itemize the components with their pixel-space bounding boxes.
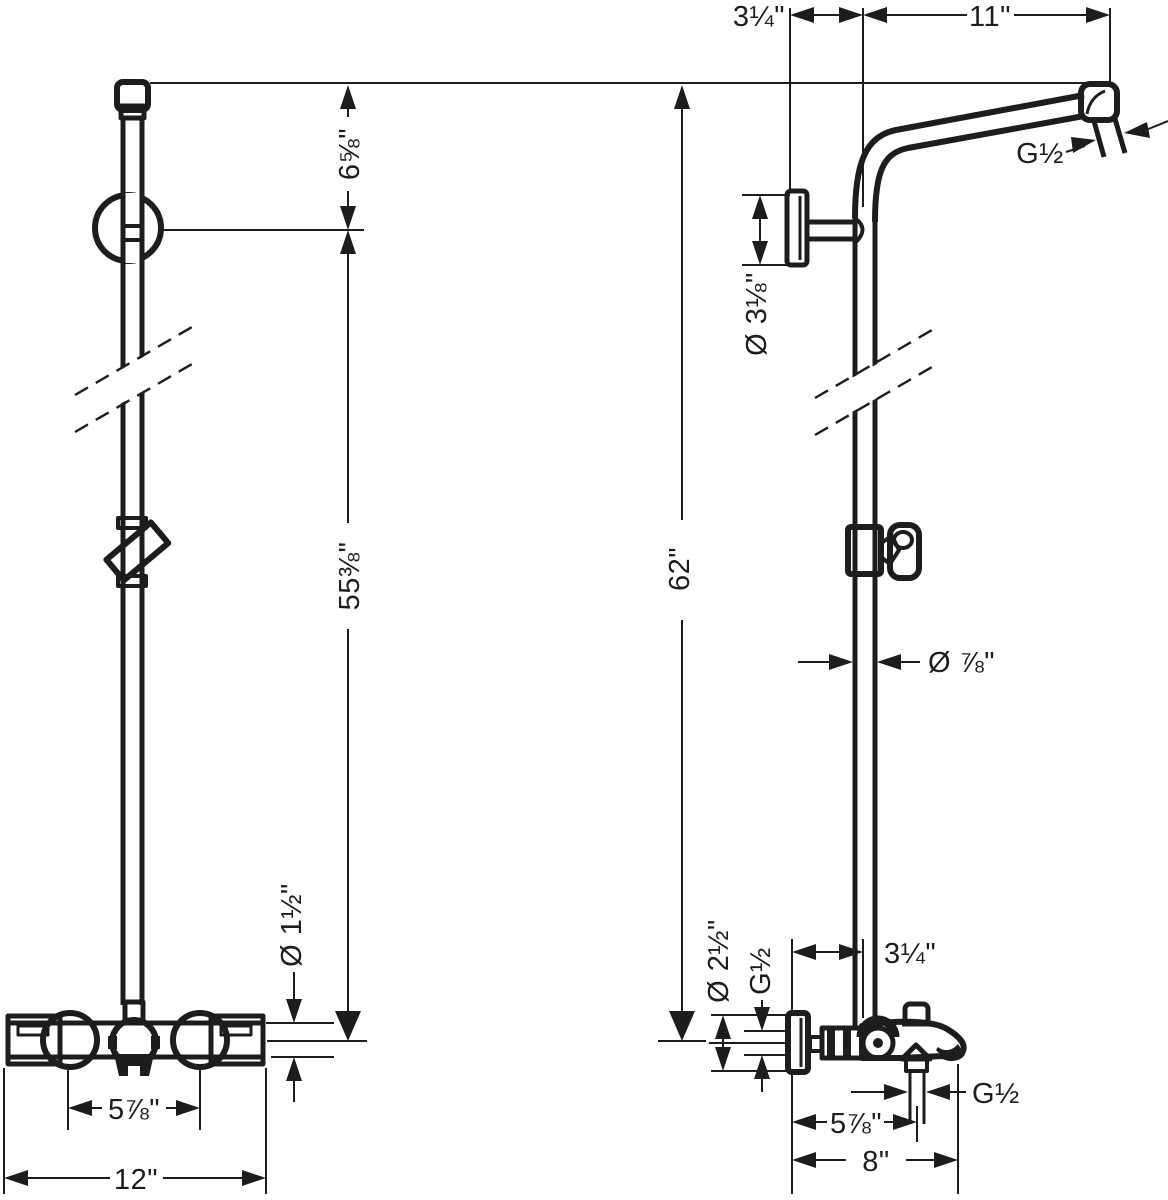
dim-label-overall-height: 62" <box>664 547 696 591</box>
dim-label-spout-reach: 8" <box>862 1146 889 1178</box>
dim-label-wall-offset-bottom: 3¼" <box>884 938 936 970</box>
left-handle <box>40 1010 100 1070</box>
dim-label-valve-body-diameter: Ø 1½" <box>276 883 308 967</box>
dim-label-pipe-diameter: Ø ⅞" <box>928 647 995 679</box>
front-view <box>5 79 266 1077</box>
dim-label-flange-diameter: Ø 3⅛" <box>741 272 773 356</box>
dim-label-outlet-offset: 5⅞" <box>830 1108 882 1140</box>
dim-label-arm-offset: 3¼" <box>733 1 785 33</box>
arm-elbow <box>1078 81 1120 123</box>
dim-label-top-to-bracket: 6⅝" <box>334 128 366 180</box>
wall-flange <box>784 188 810 268</box>
dim-label-outlet-thread: G½ <box>972 1078 1020 1110</box>
right-handle <box>170 1010 230 1070</box>
handshower-holder-cup <box>887 522 922 581</box>
shower-arm <box>852 92 1085 219</box>
dim-label-escutcheon-diameter: Ø 2½" <box>703 919 735 1003</box>
shower-holder-slider <box>103 519 172 584</box>
dim-label-handle-spacing: 5⅞" <box>108 1094 160 1126</box>
bar-end-cap <box>114 79 151 113</box>
valve-escutcheon <box>785 1010 811 1075</box>
pipe-break-mask <box>812 332 935 434</box>
outlet-collar <box>904 1057 929 1073</box>
valve-handle-side <box>860 1025 896 1061</box>
dimension-lines: 3¼" 11" G½ 6⅝" 55⅜" 62" Ø 3⅛" <box>3 1 1168 1196</box>
dim-label-arm-length: 11" <box>969 1 1011 33</box>
dim-label-inlet-thread: G½ <box>745 947 777 995</box>
dim-label-bracket-to-valve: 55⅜" <box>334 542 366 611</box>
dim-label-valve-width: 12" <box>114 1164 158 1196</box>
head-connector-stub <box>1091 120 1107 158</box>
pipe-break-mask <box>72 329 193 431</box>
dim-label-arm-thread: G½ <box>1016 138 1064 170</box>
side-view <box>784 81 1128 1124</box>
